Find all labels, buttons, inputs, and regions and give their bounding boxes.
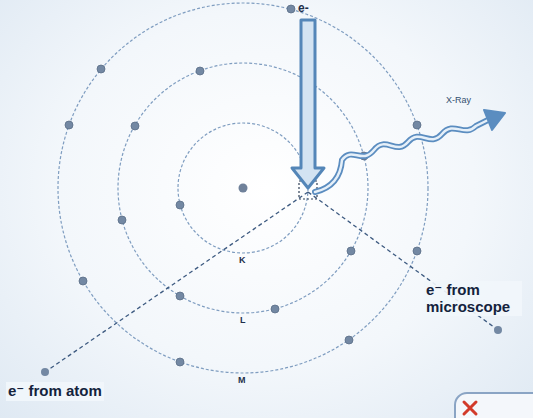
- shell-label: L: [240, 316, 246, 326]
- x-ray-label: X-Ray: [446, 96, 471, 106]
- shell-label: K: [239, 256, 246, 266]
- electron-shells: [58, 3, 428, 373]
- electrons: [65, 5, 421, 366]
- m-shell: [58, 3, 428, 373]
- incident-electron-arrow: [292, 20, 324, 188]
- k-shell: [178, 123, 308, 253]
- ejected-electron-label: e⁻ from microscope: [424, 281, 522, 316]
- ejected-electron-label: e⁻ from atom: [6, 382, 104, 401]
- electron-label: e-: [298, 2, 309, 15]
- nucleus: [239, 184, 248, 193]
- shell-label: M: [238, 376, 246, 386]
- corner-panel: [455, 393, 533, 418]
- x-ray-arrow: [315, 110, 505, 192]
